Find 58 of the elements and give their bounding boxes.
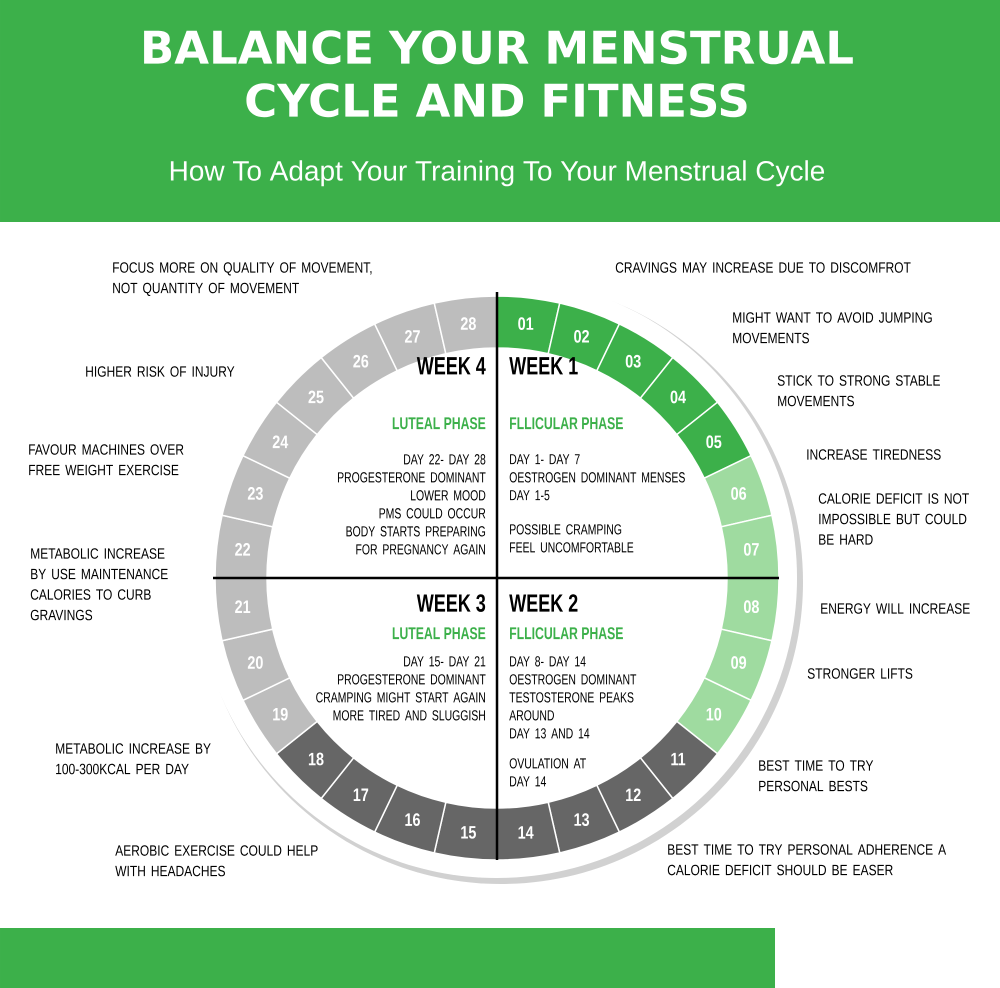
phase-note: PROGESTERONE DOMINANT (338, 472, 486, 482)
phase-note: OESTROGEN DOMINANT (510, 674, 636, 684)
day-segment: 11 (640, 720, 718, 800)
phase-note: BODY STARTS PREPARING FOR PREGNANCY AGAIN (346, 526, 486, 554)
phase-note: TESTOSTERONE PEAKS AROUND (509, 692, 634, 720)
tip-text: INCREASE TIREDNESS (807, 449, 941, 460)
phase-note: DAY 15- DAY 21 (404, 656, 486, 666)
tip-text: FOCUS MORE ON QUALITY OF MOVEMENT, NOT QUANTITY OF MOVEMENT (113, 262, 372, 296)
tip-text: FAVOUR MACHINES OVER FREE WEIGHT EXERCISE (29, 444, 184, 476)
subtitle: How To Adapt Your Training To Your Menstrual Cycle (170, 160, 824, 186)
week-heading: WEEK 2 (509, 594, 578, 612)
week-heading: WEEK 3 (416, 594, 486, 612)
phase-note: LOWER MOOD (411, 490, 486, 500)
title: BALANCE YOUR MENSTRUAL CYCLE AND FITNESS (144, 30, 853, 118)
tip-text: AEROBIC EXERCISE COULD HELP WITH HEADACHES (115, 845, 318, 876)
phase-note: OVULATION AT DAY 14 (510, 758, 586, 786)
day-segment: 20 (221, 628, 291, 702)
phase-label: LUTEAL PHASE (392, 627, 486, 640)
phase-label: FLLICULAR PHASE (510, 627, 623, 640)
phase-note: MORE TIRED AND SLUGGISH (334, 710, 485, 720)
day-segment: 25 (276, 356, 354, 436)
phase-note: DAY 22- DAY 28 (404, 454, 486, 464)
day-segment: 23 (221, 454, 291, 528)
day-segment: 08 (720, 577, 780, 642)
day-segment: 13 (547, 784, 620, 854)
day-segment: 16 (374, 784, 447, 854)
tip-text: HIGHER RISK OF INJURY (86, 366, 234, 377)
tip-text: METABOLIC INCREASE BY USE MAINTENANCE CALORIES TO CURB GRAVINGS (30, 548, 168, 620)
day-segment: 15 (434, 801, 498, 861)
day-segment: 01 (496, 295, 560, 355)
phase-note: DAY 1-5 (510, 490, 550, 500)
tip-text: ENERGY WILL INCREASE (821, 603, 970, 614)
phase-note: DAY 13 AND 14 (510, 728, 590, 738)
day-segment: 28 (434, 295, 498, 355)
day-segment: 06 (703, 454, 773, 528)
tip-text: STRONGER LIFTS (808, 668, 912, 679)
tip-text: BEST TIME TO TRY PERSONAL ADHERENCE A CALORIE DEFICIT SHOULD BE EASER (668, 844, 946, 876)
phase-note: PMS COULD OCCUR (380, 508, 486, 518)
tip-text: CALORIE DEFICIT IS NOT IMPOSSIBLE BUT COULD BE HARD (818, 493, 969, 545)
day-segment: 09 (703, 628, 773, 702)
tip-text: STICK TO STRONG STABLE MOVEMENTS (778, 375, 940, 406)
phase-note: DAY 1- DAY 7 (510, 454, 580, 464)
day-segment: 04 (640, 356, 718, 436)
day-segment: 21 (214, 577, 274, 642)
phase-note: CRAMPING MIGHT START AGAIN (316, 692, 485, 702)
tip-text: CRAVINGS MAY INCREASE DUE TO DISCOMFROT (616, 262, 911, 273)
tip-text: MIGHT WANT TO AVOID JUMPING MOVEMENTS (733, 312, 932, 344)
tip-text: BEST TIME TO TRY PERSONAL BESTS (759, 760, 874, 792)
day-segment: 22 (214, 514, 274, 579)
phase-note: PROGESTERONE DOMINANT (338, 674, 486, 684)
phase-label: LUTEAL PHASE (392, 417, 486, 430)
tip-text: METABOLIC INCREASE BY 100-300KCAL PER DAY (56, 743, 211, 774)
day-segment: 18 (276, 720, 354, 800)
day-segment: 14 (496, 801, 560, 861)
phase-label: FLLICULAR PHASE (510, 417, 623, 430)
phase-note: DAY 8- DAY 14 (510, 656, 586, 666)
day-segment: 07 (720, 514, 780, 579)
phase-note: POSSIBLE CRAMPING FEEL UNCOMFORTABLE (510, 524, 634, 552)
